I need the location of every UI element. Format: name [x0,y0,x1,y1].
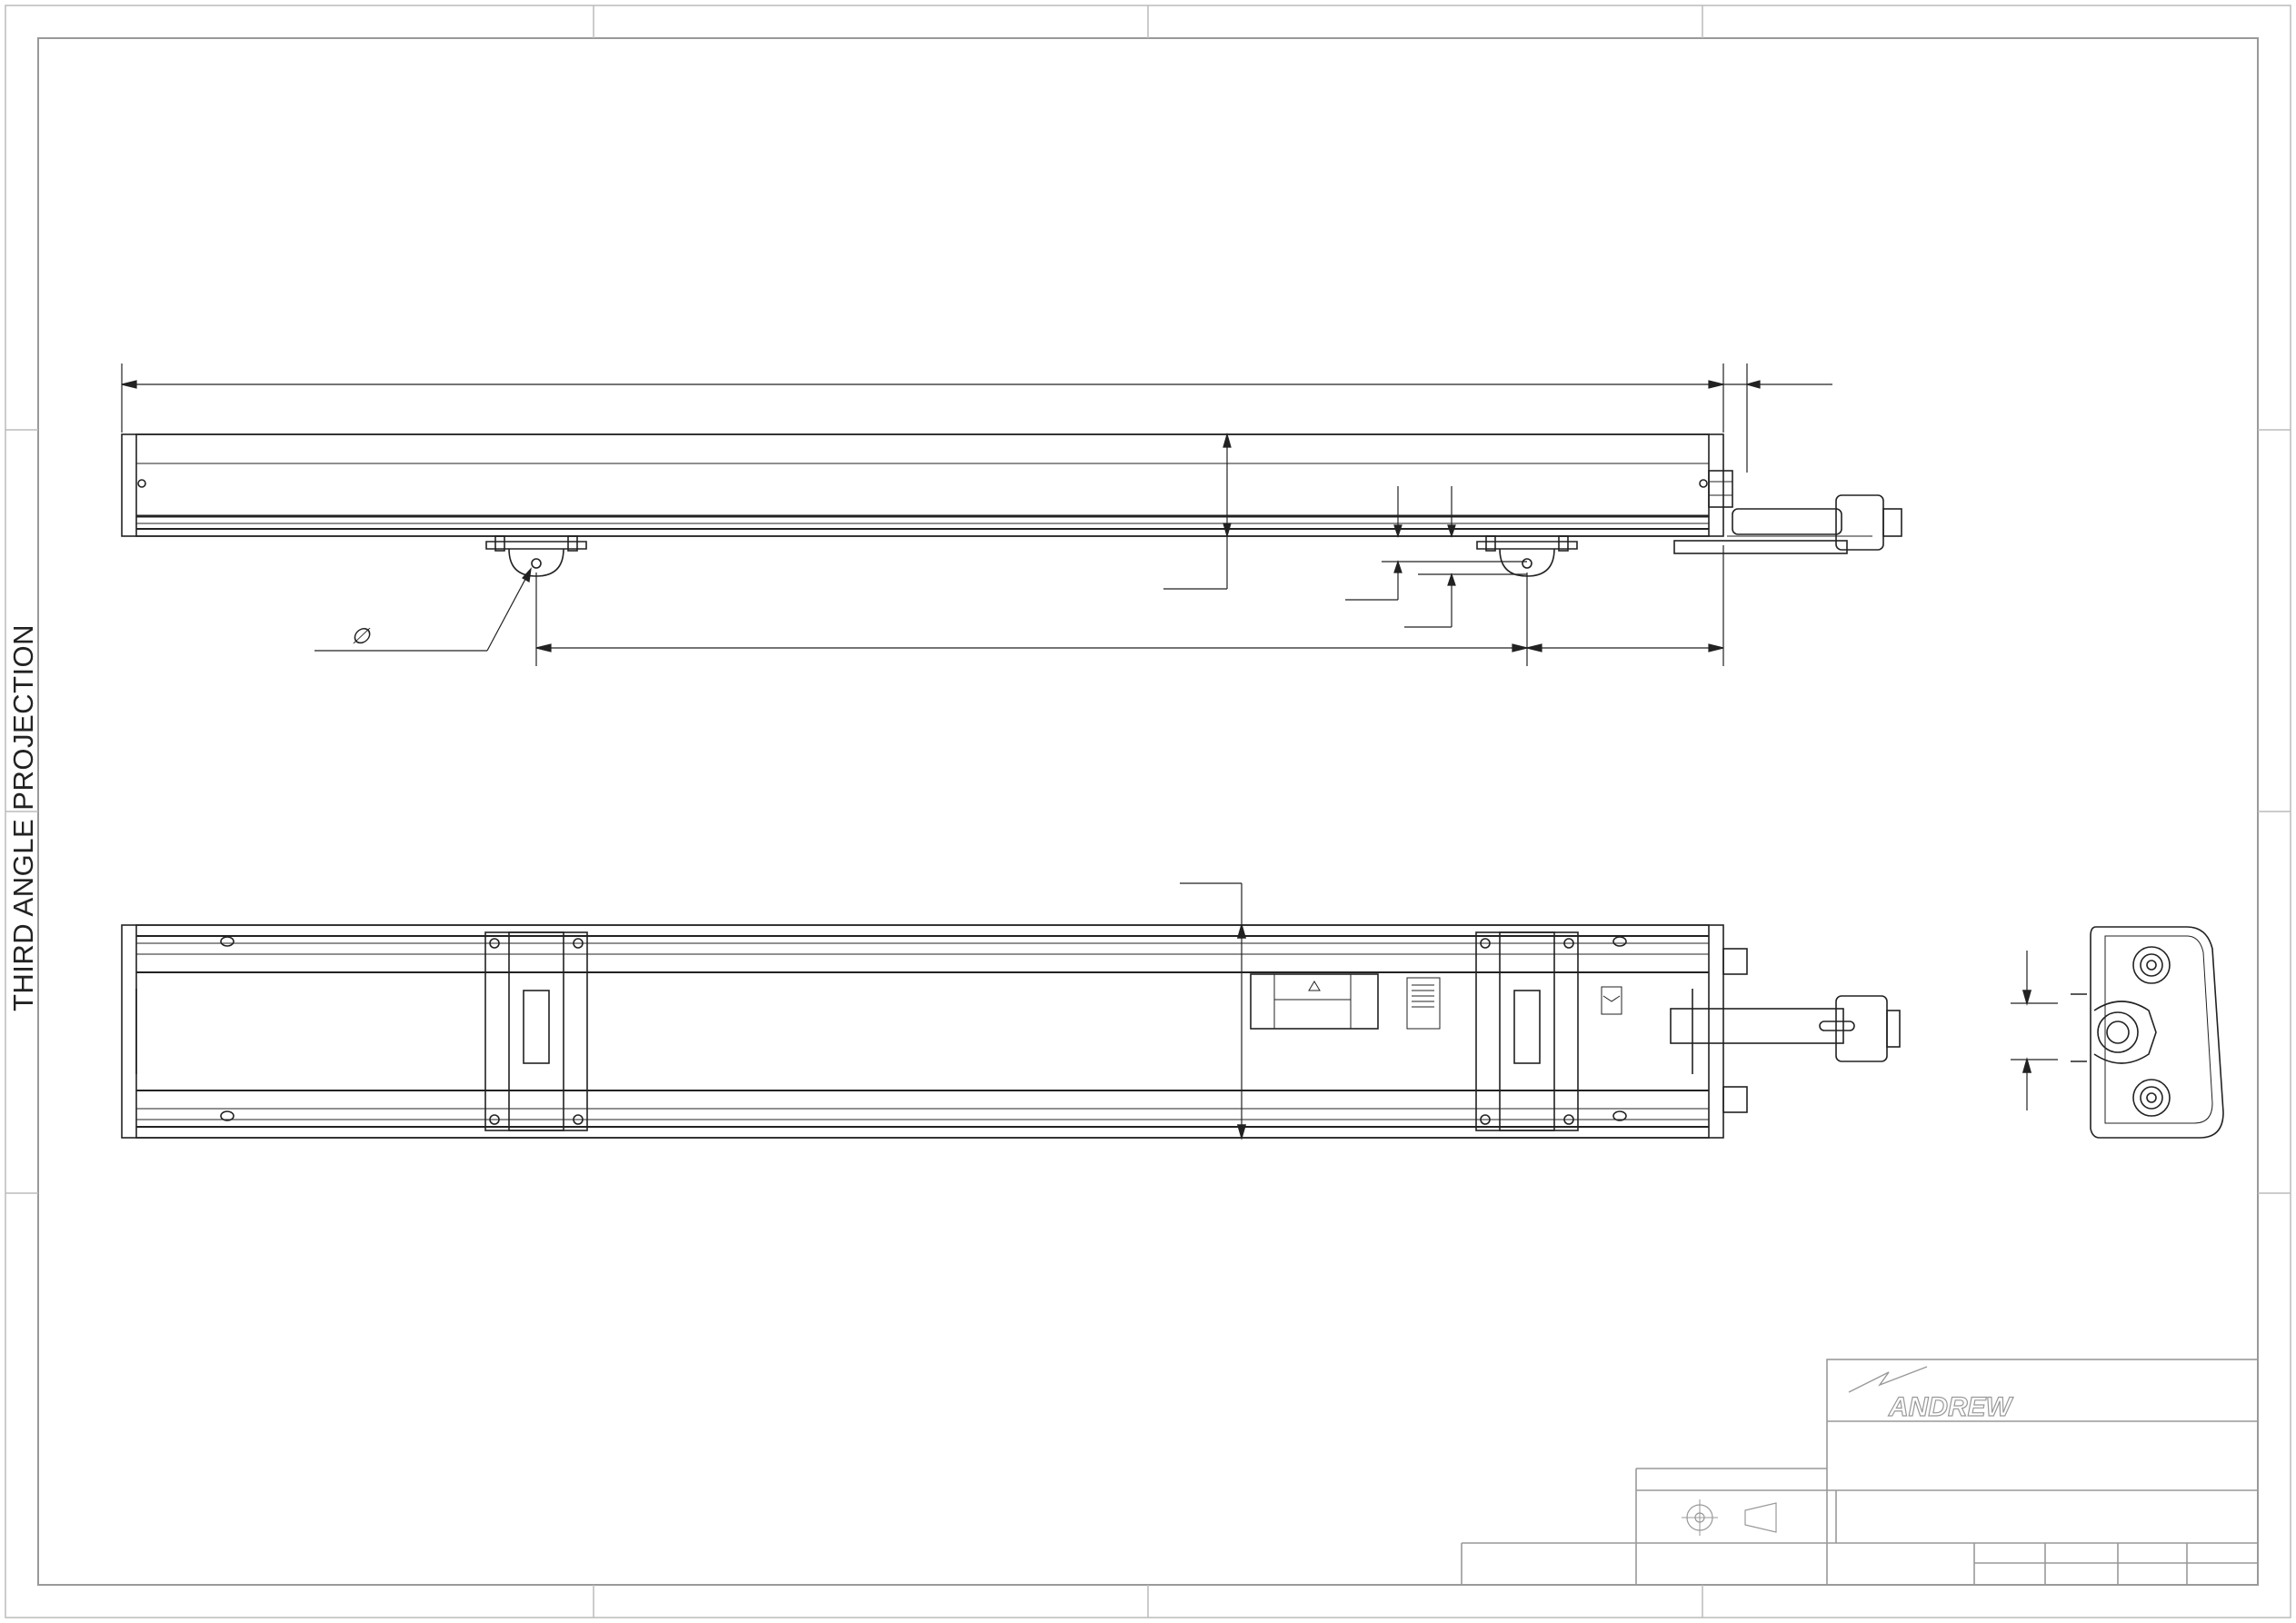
zone-ticks [5,5,2291,1618]
lightning-bolt-logo [1848,1366,1928,1393]
front-view [121,882,1901,1140]
logo-text: ANDREW [1888,1392,2014,1422]
side-view-dimensions [121,363,1832,666]
side-view [121,433,1902,577]
projection-label-text: THIRD ANGLE PROJECTION [7,623,39,1012]
title-block [1461,1359,2259,1586]
end-view [2011,926,2224,1139]
outer-sheet-border [5,5,2291,1618]
projection-label: THIRD ANGLE PROJECTION [5,624,42,1011]
diameter-symbol: ∅ [351,623,370,649]
drawing-border [37,37,2259,1586]
